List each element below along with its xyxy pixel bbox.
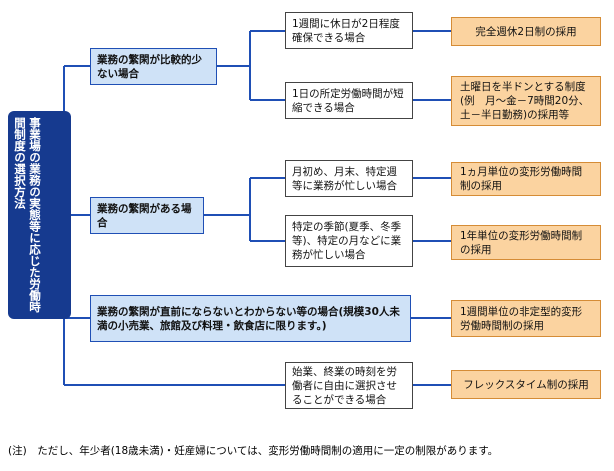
result-label: 1週間単位の非定型的変形労働時間制の採用 <box>460 305 583 332</box>
detail-box-seasonal-peak: 特定の季節(夏季、冬季等)、特定の月などに業務が忙しい場合 <box>285 215 413 267</box>
condition-label: 業務の繁閑が直前にならないとわからない等の場合(規模30人未満の小売業、旅館及び… <box>97 305 400 332</box>
detail-label: 特定の季節(夏季、冬季等)、特定の月などに業務が忙しい場合 <box>292 221 402 261</box>
result-box-five-day-week: 完全週休2日制の採用 <box>451 17 601 46</box>
detail-label: 始業、終業の時刻を労働者に自由に選択させることができる場合 <box>292 365 397 406</box>
footnote: (注) ただし、年少者(18歳未満)・妊産婦については、変形労働時間制の適用に一… <box>8 445 499 457</box>
detail-box-shorter-day: 1日の所定労働時間が短縮できる場合 <box>285 82 413 119</box>
detail-box-two-days-off: 1週間に休日が2日程度確保できる場合 <box>285 12 413 49</box>
detail-label: 1週間に休日が2日程度確保できる場合 <box>292 17 400 44</box>
root-box: 事業場の業務の実態等に応じた労働時間制度の選択方法 <box>8 111 71 319</box>
condition-box-fluctuation: 業務の繁閑がある場合 <box>90 197 204 234</box>
condition-label: 業務の繁閑がある場合 <box>97 202 192 229</box>
result-box-half-day-saturday: 土曜日を半ドンとする制度(例 月～金－7時間20分、土－半日勤務)の採用等 <box>451 76 601 126</box>
detail-label: 1日の所定労働時間が短縮できる場合 <box>292 87 404 114</box>
detail-box-flexible-hours: 始業、終業の時刻を労働者に自由に選択させることができる場合 <box>285 362 413 409</box>
result-box-monthly-variable: 1ヵ月単位の変形労働時間制の採用 <box>451 162 601 196</box>
result-box-weekly-irregular: 1週間単位の非定型的変形労働時間制の採用 <box>451 300 601 337</box>
result-box-yearly-variable: 1年単位の変形労働時間制の採用 <box>451 225 601 260</box>
result-box-flextime: フレックスタイム制の採用 <box>451 370 601 399</box>
detail-label: 月初め、月末、特定週等に業務が忙しい場合 <box>292 165 397 192</box>
result-label: 完全週休2日制の採用 <box>475 25 577 38</box>
detail-box-monthly-peak: 月初め、月末、特定週等に業務が忙しい場合 <box>285 160 413 197</box>
root-label: 事業場の業務の実態等に応じた労働時間制度の選択方法 <box>13 117 42 313</box>
condition-box-low-fluctuation: 業務の繁閑が比較的少ない場合 <box>90 48 217 85</box>
condition-box-unpredictable: 業務の繁閑が直前にならないとわからない等の場合(規模30人未満の小売業、旅館及び… <box>90 295 411 342</box>
condition-label: 業務の繁閑が比較的少ない場合 <box>97 53 202 80</box>
result-label: フレックスタイム制の採用 <box>463 378 589 391</box>
result-label: 1ヵ月単位の変形労働時間制の採用 <box>460 166 583 192</box>
result-label: 1年単位の変形労働時間制の採用 <box>460 229 583 256</box>
result-label: 土曜日を半ドンとする制度(例 月～金－7時間20分、土－半日勤務)の採用等 <box>460 81 590 121</box>
